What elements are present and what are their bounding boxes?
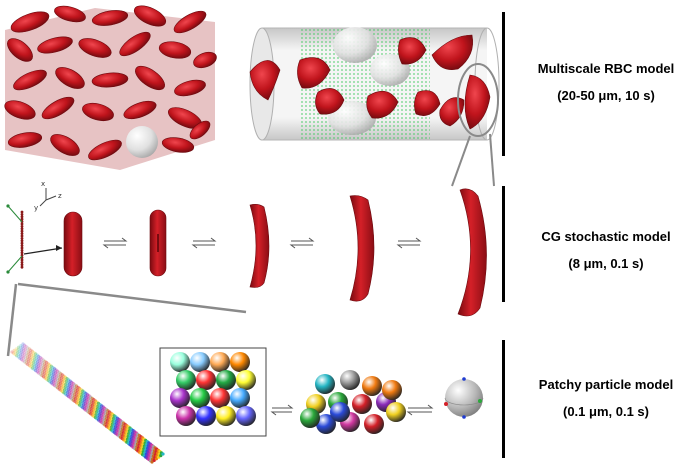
patchy-sphere: [300, 408, 320, 428]
patchy-sphere: [190, 388, 210, 408]
patchy-sphere: [196, 406, 216, 426]
bead: [21, 261, 24, 264]
filament-bead: [161, 452, 164, 455]
bead: [21, 213, 24, 216]
patchy-sphere: [230, 352, 250, 372]
bead: [21, 232, 24, 235]
patchy-sphere: [230, 388, 250, 408]
patchy-sphere: [315, 374, 335, 394]
rbc-suspension: [2, 2, 218, 170]
axis-triad: x z y: [34, 180, 62, 212]
patchy-particle: [444, 377, 483, 419]
axis-label-z: z: [58, 192, 62, 200]
patchy-sphere: [330, 402, 350, 422]
model-name: CG stochastic model: [515, 228, 697, 245]
label-row1: Multiscale RBC model (20-50 μm, 10 s): [515, 60, 697, 104]
model-scale: (20-50 μm, 10 s): [515, 87, 697, 104]
zoom-inset: [160, 348, 266, 436]
model-name: Multiscale RBC model: [515, 60, 697, 77]
bead: [21, 247, 24, 250]
patchy-sphere: [236, 406, 256, 426]
bead: [21, 225, 24, 228]
cell-stage-1: [64, 212, 82, 276]
cell-stage-5: [458, 189, 487, 316]
patchy-sphere: [170, 352, 190, 372]
axis-label-x: x: [41, 180, 45, 188]
bead: [21, 263, 24, 266]
patchy-sphere: [176, 406, 196, 426]
patchy-sphere: [364, 414, 384, 434]
bead-chain: [6, 204, 62, 273]
patchy-filament: [10, 342, 164, 463]
cell-stage-4: [350, 196, 374, 302]
bead: [21, 239, 24, 242]
bead: [21, 211, 24, 214]
model-scale: (0.1 μm, 0.1 s): [515, 403, 697, 420]
patchy-sphere: [176, 370, 196, 390]
divider-row1: [502, 12, 505, 156]
divider-row3: [502, 340, 505, 458]
bead: [21, 237, 24, 240]
model-name: Patchy particle model: [515, 376, 697, 393]
bead: [21, 230, 24, 233]
label-row3: Patchy particle model (0.1 μm, 0.1 s): [515, 376, 697, 420]
model-scale: (8 μm, 0.1 s): [515, 255, 697, 272]
bead: [21, 215, 24, 218]
connector-lines: [8, 284, 246, 356]
bead: [21, 244, 24, 247]
bead: [21, 266, 24, 269]
bead: [21, 249, 24, 252]
bead: [21, 251, 24, 254]
patchy-particle-bundle: [300, 370, 406, 434]
bead: [21, 242, 24, 245]
patchy-sphere: [216, 406, 236, 426]
patchy-sphere: [352, 394, 372, 414]
cell-stage-3: [250, 204, 269, 287]
axis-label-y: y: [34, 204, 38, 212]
patchy-sphere: [386, 402, 406, 422]
bead: [21, 227, 24, 230]
patchy-sphere: [216, 370, 236, 390]
bead: [21, 235, 24, 238]
bead: [21, 259, 24, 262]
patchy-sphere: [340, 370, 360, 390]
patchy-sphere: [382, 380, 402, 400]
label-row2: CG stochastic model (8 μm, 0.1 s): [515, 228, 697, 272]
bead: [21, 223, 24, 226]
patchy-sphere: [362, 376, 382, 396]
patchy-sphere: [210, 388, 230, 408]
patchy-sphere: [236, 370, 256, 390]
patchy-sphere: [170, 388, 190, 408]
patchy-sphere: [190, 352, 210, 372]
divider-row2: [502, 186, 505, 302]
platelet-sphere: [126, 126, 158, 158]
patchy-sphere: [210, 352, 230, 372]
patchy-sphere: [196, 370, 216, 390]
